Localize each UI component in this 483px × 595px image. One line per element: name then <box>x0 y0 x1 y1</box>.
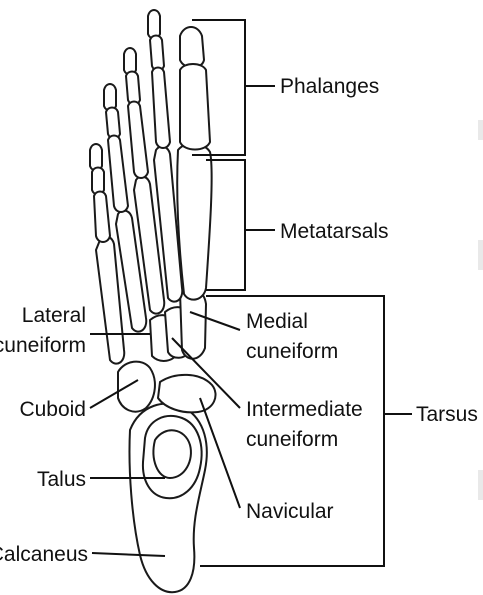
phalanx-5-middle <box>92 168 104 195</box>
cuboid-label: Cuboid <box>19 398 86 421</box>
phalanx-3-middle <box>126 72 140 105</box>
navicular-bone <box>158 375 216 413</box>
intermediate-cuneiform-label-line1: Intermediate <box>246 398 363 421</box>
metatarsal-1 <box>177 143 211 299</box>
lateral-cuneiform-label-line1: Lateral <box>22 304 86 327</box>
phalanx-3-distal <box>124 48 136 75</box>
metatarsals-label: Metatarsals <box>280 220 389 243</box>
phalanx-4-distal <box>104 84 116 111</box>
foot-bones <box>90 10 216 592</box>
phalanx-2-proximal <box>152 68 170 149</box>
talus-head <box>153 430 190 478</box>
edge-artifact <box>478 120 483 140</box>
phalanx-5-proximal <box>94 192 110 243</box>
phalanx-5-distal <box>90 144 102 171</box>
phalanx-1-proximal <box>180 64 210 150</box>
calcaneus-label: Calcaneus <box>0 543 88 566</box>
tarsus-label: Tarsus <box>416 403 478 426</box>
phalanges-label: Phalanges <box>280 75 379 98</box>
phalanx-4-proximal <box>108 136 128 213</box>
phalanx-2-middle <box>150 36 164 71</box>
intermediate-cuneiform-label-line2: cuneiform <box>246 428 338 451</box>
navicular-label: Navicular <box>246 500 334 523</box>
talus-label: Talus <box>37 468 86 491</box>
cuboid-bone <box>118 362 155 412</box>
medial-cuneiform-label-line2: cuneiform <box>246 340 338 363</box>
phalanx-3-proximal <box>128 102 148 179</box>
phalanx-4-middle <box>106 108 120 139</box>
edge-artifact <box>478 470 483 500</box>
phalanx-2-distal <box>148 10 160 39</box>
phalanx-1-distal <box>180 27 204 68</box>
lateral-cuneiform-label-line2: cuneiform <box>0 334 86 357</box>
medial-cuneiform-label-line1: Medial <box>246 310 308 333</box>
edge-artifact <box>478 240 483 270</box>
